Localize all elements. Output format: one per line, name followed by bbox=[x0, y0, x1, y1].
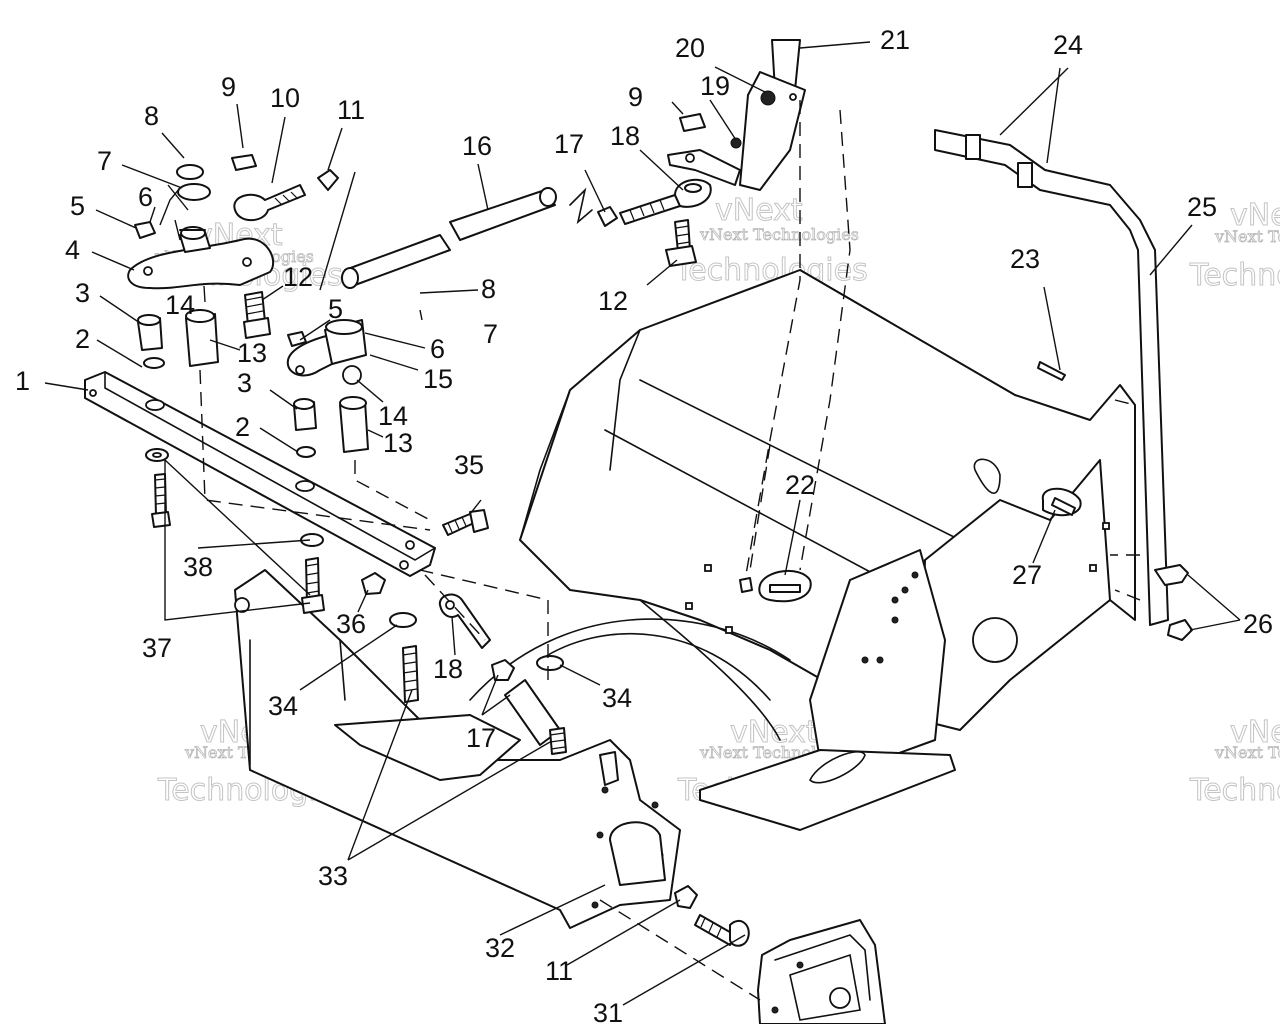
callout-2: 2 bbox=[75, 324, 90, 354]
callout-9: 9 bbox=[628, 82, 643, 112]
watermark-vnext: vNext bbox=[1230, 198, 1280, 233]
watermark-text: vNext Technologies bbox=[1214, 743, 1280, 762]
callout-4: 4 bbox=[65, 235, 80, 265]
callout-21: 21 bbox=[880, 25, 910, 55]
callout-32: 32 bbox=[485, 933, 515, 963]
watermark-vnext: vNext bbox=[1230, 715, 1280, 750]
callout-38: 38 bbox=[183, 552, 213, 582]
callout-16: 16 bbox=[462, 131, 492, 161]
callout-27: 27 bbox=[1012, 560, 1042, 590]
callout-15: 15 bbox=[423, 364, 453, 394]
callout-11: 11 bbox=[337, 95, 365, 125]
leader-lines bbox=[44, 41, 1241, 1006]
callout-22: 22 bbox=[785, 470, 815, 500]
watermark-text: vNext Technologies bbox=[699, 225, 859, 244]
callout-3: 3 bbox=[237, 368, 252, 398]
callout-3: 3 bbox=[75, 278, 90, 308]
callout-14: 14 bbox=[165, 290, 195, 320]
watermark-vnext: vNext bbox=[730, 715, 818, 750]
bushings-right bbox=[293, 396, 369, 458]
callout-34: 34 bbox=[268, 691, 298, 721]
callout-18: 18 bbox=[610, 121, 640, 151]
callout-13: 13 bbox=[383, 428, 413, 458]
callout-12: 12 bbox=[283, 262, 313, 292]
callout-14: 14 bbox=[378, 401, 408, 431]
callout-13: 13 bbox=[237, 338, 267, 368]
watermark-technologies: Technologies bbox=[1189, 773, 1280, 808]
callout-26: 26 bbox=[1243, 609, 1273, 639]
steering-arm-right bbox=[286, 319, 367, 385]
callout-5: 5 bbox=[70, 191, 85, 221]
callout-31: 31 bbox=[593, 998, 623, 1024]
tie-rod-end-left bbox=[233, 169, 339, 222]
callout-7: 7 bbox=[483, 319, 498, 349]
callout-17: 17 bbox=[554, 129, 584, 159]
callout-1: 1 bbox=[15, 366, 30, 396]
callout-25: 25 bbox=[1187, 192, 1217, 222]
steering-post bbox=[730, 39, 806, 191]
steering-handlebar bbox=[934, 129, 1193, 641]
callout-8: 8 bbox=[481, 274, 496, 304]
steering-arm-left bbox=[127, 154, 275, 290]
callout-8: 8 bbox=[144, 101, 159, 131]
callout-23: 23 bbox=[1010, 244, 1040, 274]
callout-5: 5 bbox=[328, 294, 343, 324]
callout-18: 18 bbox=[433, 654, 463, 684]
cross-bar bbox=[84, 371, 436, 577]
callout-10: 10 bbox=[270, 83, 300, 113]
callout-6: 6 bbox=[430, 334, 445, 364]
watermark-text: vNext Technologies bbox=[1214, 227, 1280, 246]
callout-7: 7 bbox=[97, 146, 112, 176]
callout-34: 34 bbox=[602, 683, 632, 713]
bushings-left bbox=[137, 291, 271, 369]
callout-33: 33 bbox=[318, 861, 348, 891]
side-bolts bbox=[739, 361, 1082, 603]
callout-24: 24 bbox=[1053, 30, 1083, 60]
callout-20: 20 bbox=[675, 33, 705, 63]
callout-6: 6 bbox=[138, 182, 153, 212]
watermark-technologies: Technologies bbox=[1189, 258, 1280, 293]
callout-12: 12 bbox=[598, 286, 628, 316]
lower-hardware bbox=[145, 448, 489, 703]
callout-11: 11 bbox=[545, 956, 573, 986]
callout-17: 17 bbox=[466, 723, 496, 753]
callout-labels: 1 2 2 3 3 4 5 5 6 6 7 7 8 8 9 9 10 11 11… bbox=[15, 25, 1273, 1024]
callout-35: 35 bbox=[454, 450, 484, 480]
front-hardware bbox=[674, 885, 886, 1024]
callout-19: 19 bbox=[700, 71, 730, 101]
chassis-bulkhead bbox=[234, 269, 1136, 929]
watermark-vnext: vNext bbox=[715, 193, 803, 228]
tie-rod-end-right bbox=[597, 113, 741, 267]
callout-36: 36 bbox=[336, 609, 366, 639]
callout-9: 9 bbox=[221, 72, 236, 102]
drag-link bbox=[341, 187, 593, 289]
callout-2: 2 bbox=[235, 412, 250, 442]
tie-rod-lower bbox=[438, 593, 567, 755]
callout-37: 37 bbox=[142, 633, 172, 663]
